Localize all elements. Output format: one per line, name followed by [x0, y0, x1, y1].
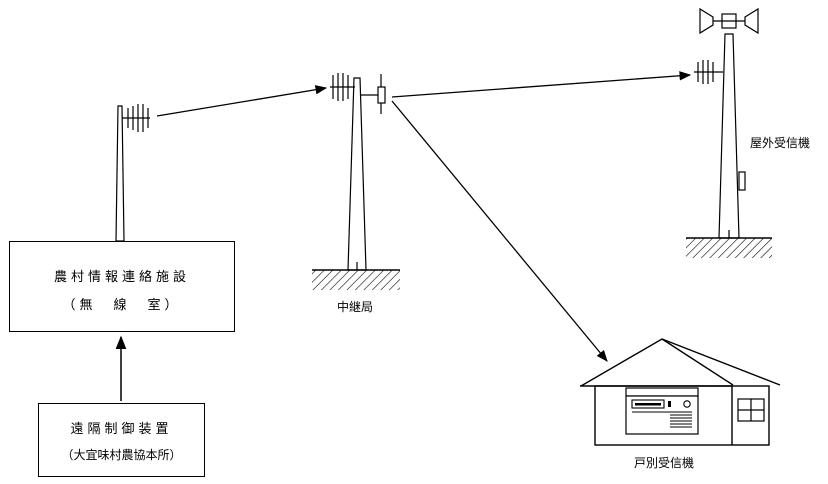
loudspeaker-horn-icon: [699, 7, 759, 35]
house-illustration: [580, 338, 781, 446]
outdoor-receiver-box: [738, 171, 746, 191]
arrow-relay-to-outdoor: [391, 71, 692, 98]
window-icon: [737, 398, 765, 422]
facility-name: 農村情報連絡施設: [53, 270, 190, 285]
facility-yagi-antenna-icon: [122, 104, 150, 132]
facility-room: （無 線 室）: [62, 298, 182, 313]
outdoor-receiver-tower: [686, 7, 772, 258]
relay-tower: [312, 73, 400, 290]
outdoor-yagi-antenna-icon: [694, 60, 723, 84]
household-receiver-label: 戸別受信機: [634, 456, 695, 470]
outdoor-receiver-label: 屋外受信機: [750, 136, 811, 150]
remote-control-box: 遠隔制御装置 （大宜味村農協本所）: [38, 403, 205, 477]
facility-antenna-tower: [115, 104, 150, 242]
relay-station-label: 中継局: [337, 300, 374, 314]
relay-repeater-antenna-icon: [360, 74, 386, 114]
household-radio-receiver-icon: [625, 387, 699, 435]
relay-ground-hatch: [312, 270, 400, 290]
outdoor-ground-hatch: [686, 238, 772, 258]
remote-control-name: 遠隔制御装置: [70, 422, 173, 437]
arrow-relay-to-household: [391, 100, 608, 362]
relay-yagi-antenna-icon: [330, 73, 355, 101]
arrow-facility-to-relay: [156, 85, 328, 117]
facility-box: 農村情報連絡施設 （無 線 室）: [9, 241, 235, 332]
remote-control-location: （大宜味村農協本所）: [61, 448, 182, 462]
